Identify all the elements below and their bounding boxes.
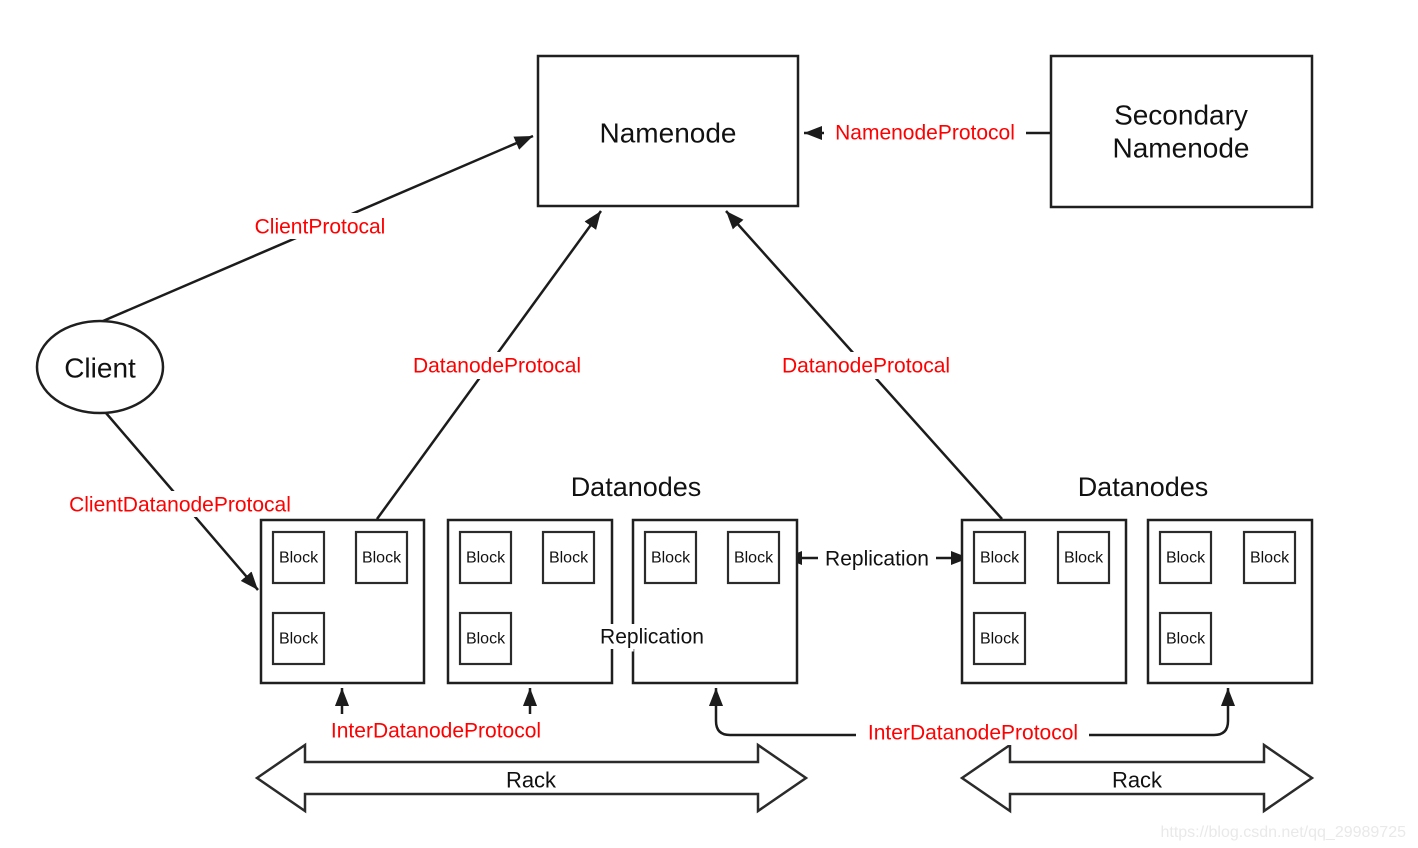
block-box bbox=[271, 611, 326, 666]
inter-datanode-protocol-left-label: InterDatanodeProtocol bbox=[331, 720, 541, 743]
datanodes-left-title: Datanodes bbox=[571, 472, 702, 502]
datanodes-right-title: Datanodes bbox=[1078, 472, 1209, 502]
block-label: Block bbox=[279, 550, 319, 567]
watermark-url: https://blog.csdn.net/qq_29989725 bbox=[1160, 824, 1406, 841]
datanode-box-1: Block Block Block bbox=[259, 518, 426, 685]
client-datanode-protocal-label: ClientDatanodeProtocal bbox=[69, 494, 291, 517]
datanode-box-4: Block Block Block bbox=[960, 518, 1128, 685]
block-label: Block bbox=[651, 550, 691, 567]
inter-datanode-protocol-right-label: InterDatanodeProtocol bbox=[868, 722, 1078, 745]
label-gap bbox=[856, 721, 1089, 745]
block-box bbox=[458, 611, 513, 666]
block-label: Block bbox=[980, 631, 1020, 648]
namenode-box bbox=[536, 54, 800, 208]
label-gap bbox=[768, 352, 965, 379]
block-box bbox=[1242, 530, 1297, 585]
label-gap bbox=[398, 352, 595, 379]
client-label: Client bbox=[64, 353, 136, 384]
datanode-box-3: Block Block bbox=[631, 518, 799, 685]
block-box bbox=[354, 530, 409, 585]
datanode-box-5: Block Block Block bbox=[1146, 518, 1314, 685]
client-protocal-label: ClientProtocal bbox=[255, 216, 386, 239]
rack-arrow-right bbox=[959, 742, 1315, 814]
block-box bbox=[1056, 530, 1111, 585]
label-gap bbox=[243, 213, 397, 239]
secondary-namenode-box bbox=[1049, 54, 1314, 209]
block-label: Block bbox=[1250, 550, 1290, 567]
block-label: Block bbox=[549, 550, 589, 567]
block-box bbox=[458, 530, 513, 585]
label-gap bbox=[594, 624, 711, 649]
block-label: Block bbox=[734, 550, 774, 567]
namenode-protocol-label: NamenodeProtocol bbox=[835, 122, 1015, 145]
datanode-protocal-right-label: DatanodeProtocal bbox=[782, 355, 950, 378]
label-gap bbox=[56, 491, 304, 517]
block-label: Block bbox=[466, 550, 506, 567]
namenode-label: Namenode bbox=[600, 118, 737, 149]
label-gap bbox=[824, 119, 1026, 147]
block-box bbox=[643, 530, 698, 585]
block-box bbox=[541, 530, 596, 585]
secondary-namenode-label-line1: Secondary bbox=[1114, 100, 1248, 131]
block-label: Block bbox=[1064, 550, 1104, 567]
client-ellipse bbox=[35, 319, 165, 415]
block-box bbox=[726, 530, 781, 585]
datanode-box-2: Block Block Block bbox=[446, 518, 614, 685]
label-gap bbox=[818, 546, 936, 571]
datanode-protocal-left-label: DatanodeProtocal bbox=[413, 355, 581, 378]
block-label: Block bbox=[1166, 550, 1206, 567]
replication-right-label: Replication bbox=[825, 548, 929, 571]
inter-datanode-right-arrow-1 bbox=[708, 688, 973, 737]
block-box bbox=[271, 530, 326, 585]
block-box bbox=[972, 530, 1027, 585]
rack-arrow-left bbox=[254, 742, 809, 814]
block-box bbox=[1158, 611, 1213, 666]
block-box bbox=[972, 611, 1027, 666]
rack-right-label: Rack bbox=[1112, 768, 1163, 793]
rack-left-label: Rack bbox=[506, 768, 557, 793]
block-label: Block bbox=[980, 550, 1020, 567]
block-label: Block bbox=[279, 631, 319, 648]
replication-mid-label: Replication bbox=[600, 626, 704, 649]
block-box bbox=[1158, 530, 1213, 585]
block-label: Block bbox=[466, 631, 506, 648]
block-label: Block bbox=[1166, 631, 1206, 648]
secondary-namenode-label-line2: Namenode bbox=[1113, 133, 1250, 164]
block-label: Block bbox=[362, 550, 402, 567]
inter-datanode-right-arrow-2 bbox=[973, 688, 1236, 737]
